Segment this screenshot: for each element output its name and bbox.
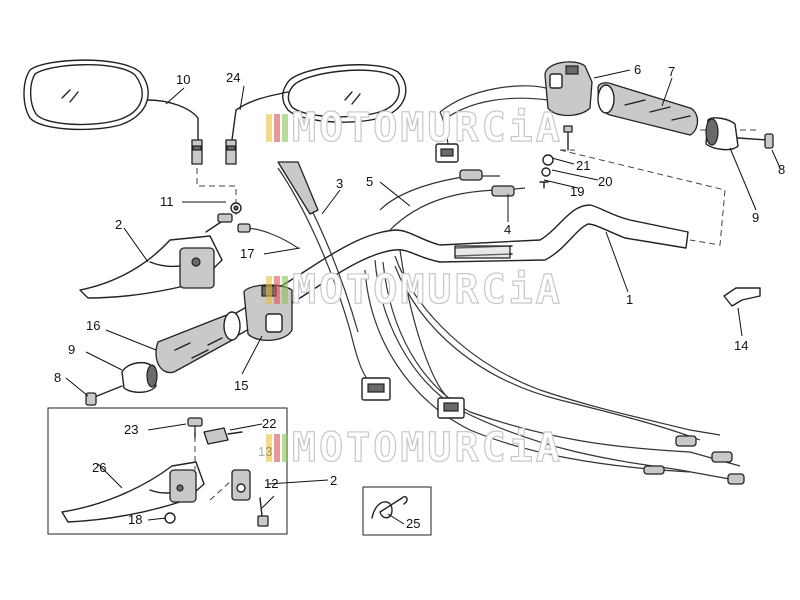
watermark-logo-top: MOTOMURCiA bbox=[266, 104, 563, 152]
callout-9-left: 9 bbox=[68, 342, 75, 357]
cable-bundle bbox=[277, 85, 745, 485]
callout-23: 23 bbox=[124, 422, 138, 437]
callout-8-left: 8 bbox=[54, 370, 61, 385]
callout-2-top: 2 bbox=[115, 217, 122, 232]
watermark-bar-3 bbox=[282, 114, 288, 142]
watermark-bar-1 bbox=[266, 434, 272, 462]
inset-frame-small bbox=[362, 486, 432, 536]
watermark-bar-3 bbox=[282, 434, 288, 462]
callout-25: 25 bbox=[406, 516, 420, 531]
callout-12: 12 bbox=[264, 476, 278, 491]
right-bar-end-weight bbox=[705, 117, 774, 151]
clutch-lever-assembly bbox=[79, 202, 242, 299]
callout-leaders bbox=[65, 69, 781, 525]
callout-11: 11 bbox=[160, 194, 174, 209]
watermark-logo-bottom: MOTOMURCiA bbox=[266, 424, 563, 472]
right-mirror bbox=[225, 64, 407, 165]
watermark: MOTOMURCiA MOTOMURCiA MOTOMURCiA bbox=[266, 104, 563, 472]
callout-21: 21 bbox=[576, 158, 590, 173]
right-switch-housing bbox=[544, 61, 593, 117]
callout-2-inset: 2 bbox=[330, 473, 337, 488]
callout-15: 15 bbox=[234, 378, 248, 393]
callout-9-right: 9 bbox=[752, 210, 759, 225]
callout-3: 3 bbox=[336, 176, 343, 191]
callout-5: 5 bbox=[366, 174, 373, 189]
callout-4: 4 bbox=[504, 222, 511, 237]
watermark-bar-3 bbox=[282, 276, 288, 304]
watermark-text-top: MOTOMURCiA bbox=[292, 105, 563, 151]
inset-front-brake-lever bbox=[61, 417, 269, 527]
callout-7: 7 bbox=[668, 64, 675, 79]
callout-18: 18 bbox=[128, 512, 142, 527]
inset-frame bbox=[47, 407, 288, 535]
callout-1: 1 bbox=[626, 292, 633, 307]
callout-16: 16 bbox=[86, 318, 100, 333]
callout-8-right: 8 bbox=[778, 162, 785, 177]
callout-26: 26 bbox=[92, 460, 106, 475]
left-mirror bbox=[23, 59, 203, 165]
callout-17: 17 bbox=[240, 246, 254, 261]
watermark-logo-middle: MOTOMURCiA bbox=[266, 266, 563, 314]
spring-clip bbox=[371, 495, 408, 519]
watermark-bar-2 bbox=[274, 434, 280, 462]
adjuster-small-parts bbox=[539, 125, 573, 189]
watermark-bar-2 bbox=[274, 114, 280, 142]
left-grip bbox=[155, 311, 241, 374]
callout-14: 14 bbox=[734, 338, 748, 353]
callout-20: 20 bbox=[598, 174, 612, 189]
watermark-bar-1 bbox=[266, 276, 272, 304]
watermark-bar-2 bbox=[274, 276, 280, 304]
callout-13: 13 bbox=[258, 444, 272, 459]
callout-labels: 1 2 2 3 4 5 6 7 8 8 9 9 10 11 12 13 14 1… bbox=[54, 62, 785, 531]
watermark-bar-1 bbox=[266, 114, 272, 142]
callout-19: 19 bbox=[570, 184, 584, 199]
watermark-text-bottom: MOTOMURCiA bbox=[292, 425, 563, 471]
right-throttle-grip bbox=[597, 82, 699, 136]
callout-10: 10 bbox=[176, 72, 190, 87]
callout-22: 22 bbox=[262, 416, 276, 431]
cable-clip bbox=[723, 287, 761, 307]
watermark-text-middle: MOTOMURCiA bbox=[292, 267, 563, 313]
callout-6: 6 bbox=[634, 62, 641, 77]
clutch-cable-end bbox=[237, 223, 299, 249]
callout-24: 24 bbox=[226, 70, 240, 85]
left-bar-end-weight bbox=[85, 361, 158, 406]
handlebar bbox=[164, 204, 689, 367]
